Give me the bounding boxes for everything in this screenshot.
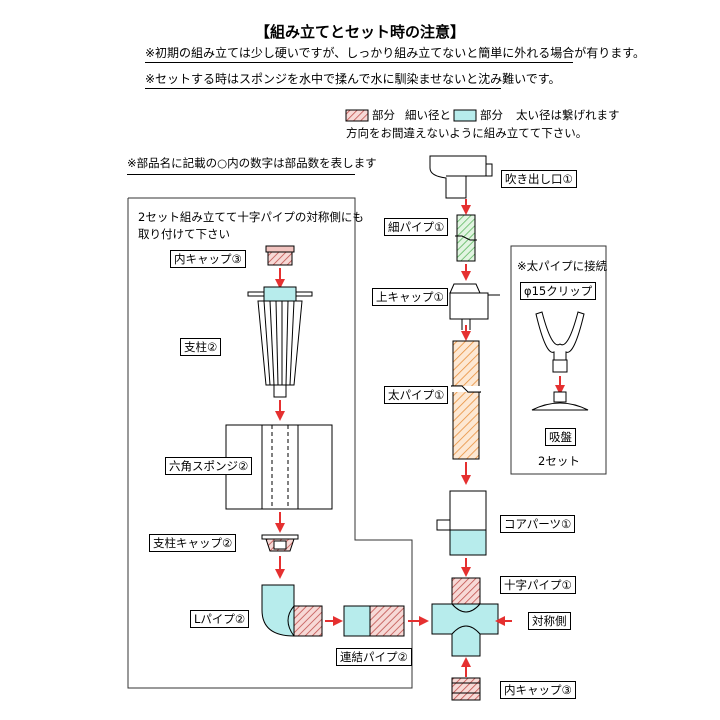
- left-group-note-2: 取り付けて下さい: [138, 227, 230, 241]
- assembly-note: ※初期の組み立ては少し硬いですが、しっかり組み立てないと簡単に外れる場合が有りま…: [145, 46, 646, 60]
- inner-cap-right: [451, 677, 481, 701]
- legend-part-a: 部分: [372, 108, 395, 122]
- label-l-pipe: Lパイプ②: [190, 610, 250, 628]
- label-upper-cap: 上キャップ①: [372, 288, 448, 306]
- page-title: 【組み立てとセット時の注意】: [254, 23, 465, 41]
- cross-pipe-drawing: [431, 577, 499, 657]
- label-symmetric-side: 対称側: [528, 612, 571, 630]
- core-parts-drawing: [436, 490, 487, 556]
- label-cross-pipe: 十字パイプ①: [500, 576, 576, 594]
- part-count-note: ※部品名に記載の○内の数字は部品数を表します: [127, 156, 377, 170]
- label-pillar: 支柱②: [180, 338, 222, 356]
- legend-part-b: 部分: [480, 108, 503, 122]
- clip-drawing: [535, 311, 585, 373]
- note1-underline: [145, 62, 573, 63]
- outlet-drawing: [429, 155, 493, 199]
- label-joint-pipe: 連結パイプ②: [336, 648, 412, 666]
- clip-box-sets: 2セット: [538, 454, 580, 468]
- left-group-outline: [127, 197, 413, 689]
- label-inner-cap-right: 内キャップ③: [500, 681, 576, 699]
- label-core-parts: コアパーツ①: [500, 515, 576, 533]
- label-outlet: 吹き出し口①: [501, 170, 577, 188]
- label-inner-cap-left: 内キャップ③: [170, 250, 246, 268]
- joint-pipe-drawing: [343, 605, 405, 637]
- upper-cap-drawing: [449, 283, 500, 330]
- label-pillar-cap: 支柱キャップ②: [149, 534, 237, 552]
- clip-box-title: ※太パイプに接続: [517, 259, 608, 273]
- label-sucker: 吸盤: [545, 428, 576, 446]
- label-thick-pipe: 太パイプ①: [384, 386, 449, 404]
- pillar-drawing: [247, 286, 313, 398]
- clip-box-outline: [510, 245, 607, 475]
- label-clip: φ15クリップ: [520, 282, 597, 300]
- left-group-note-1: 2セット組み立てて十字パイプの対称側にも: [138, 210, 364, 224]
- legend-cyan-swatch: [453, 109, 477, 122]
- inner-cap-left: [265, 245, 295, 266]
- note2-underline: [145, 88, 501, 89]
- label-hex-sponge: 六角スポンジ②: [165, 457, 253, 475]
- legend-thick-text: 太い径は繋げれます: [516, 108, 620, 122]
- legend-direction-text: 方向をお間違えないように組み立てて下さい。: [346, 126, 588, 140]
- thick-pipe-drawing: [451, 340, 481, 460]
- pillar-cap-drawing: [261, 534, 299, 552]
- l-pipe-drawing: [261, 584, 323, 637]
- label-thin-pipe: 細パイプ①: [384, 218, 449, 236]
- sucker-drawing: [531, 391, 589, 411]
- sponge-note: ※セットする時はスポンジを水中で揉んで水に馴染ませないと沈み難いです。: [145, 72, 561, 86]
- part-note-underline: [127, 174, 355, 175]
- thin-pipe-drawing: [455, 214, 477, 262]
- legend-red-swatch: [345, 109, 369, 122]
- legend-thin-text: 細い径と: [405, 108, 451, 122]
